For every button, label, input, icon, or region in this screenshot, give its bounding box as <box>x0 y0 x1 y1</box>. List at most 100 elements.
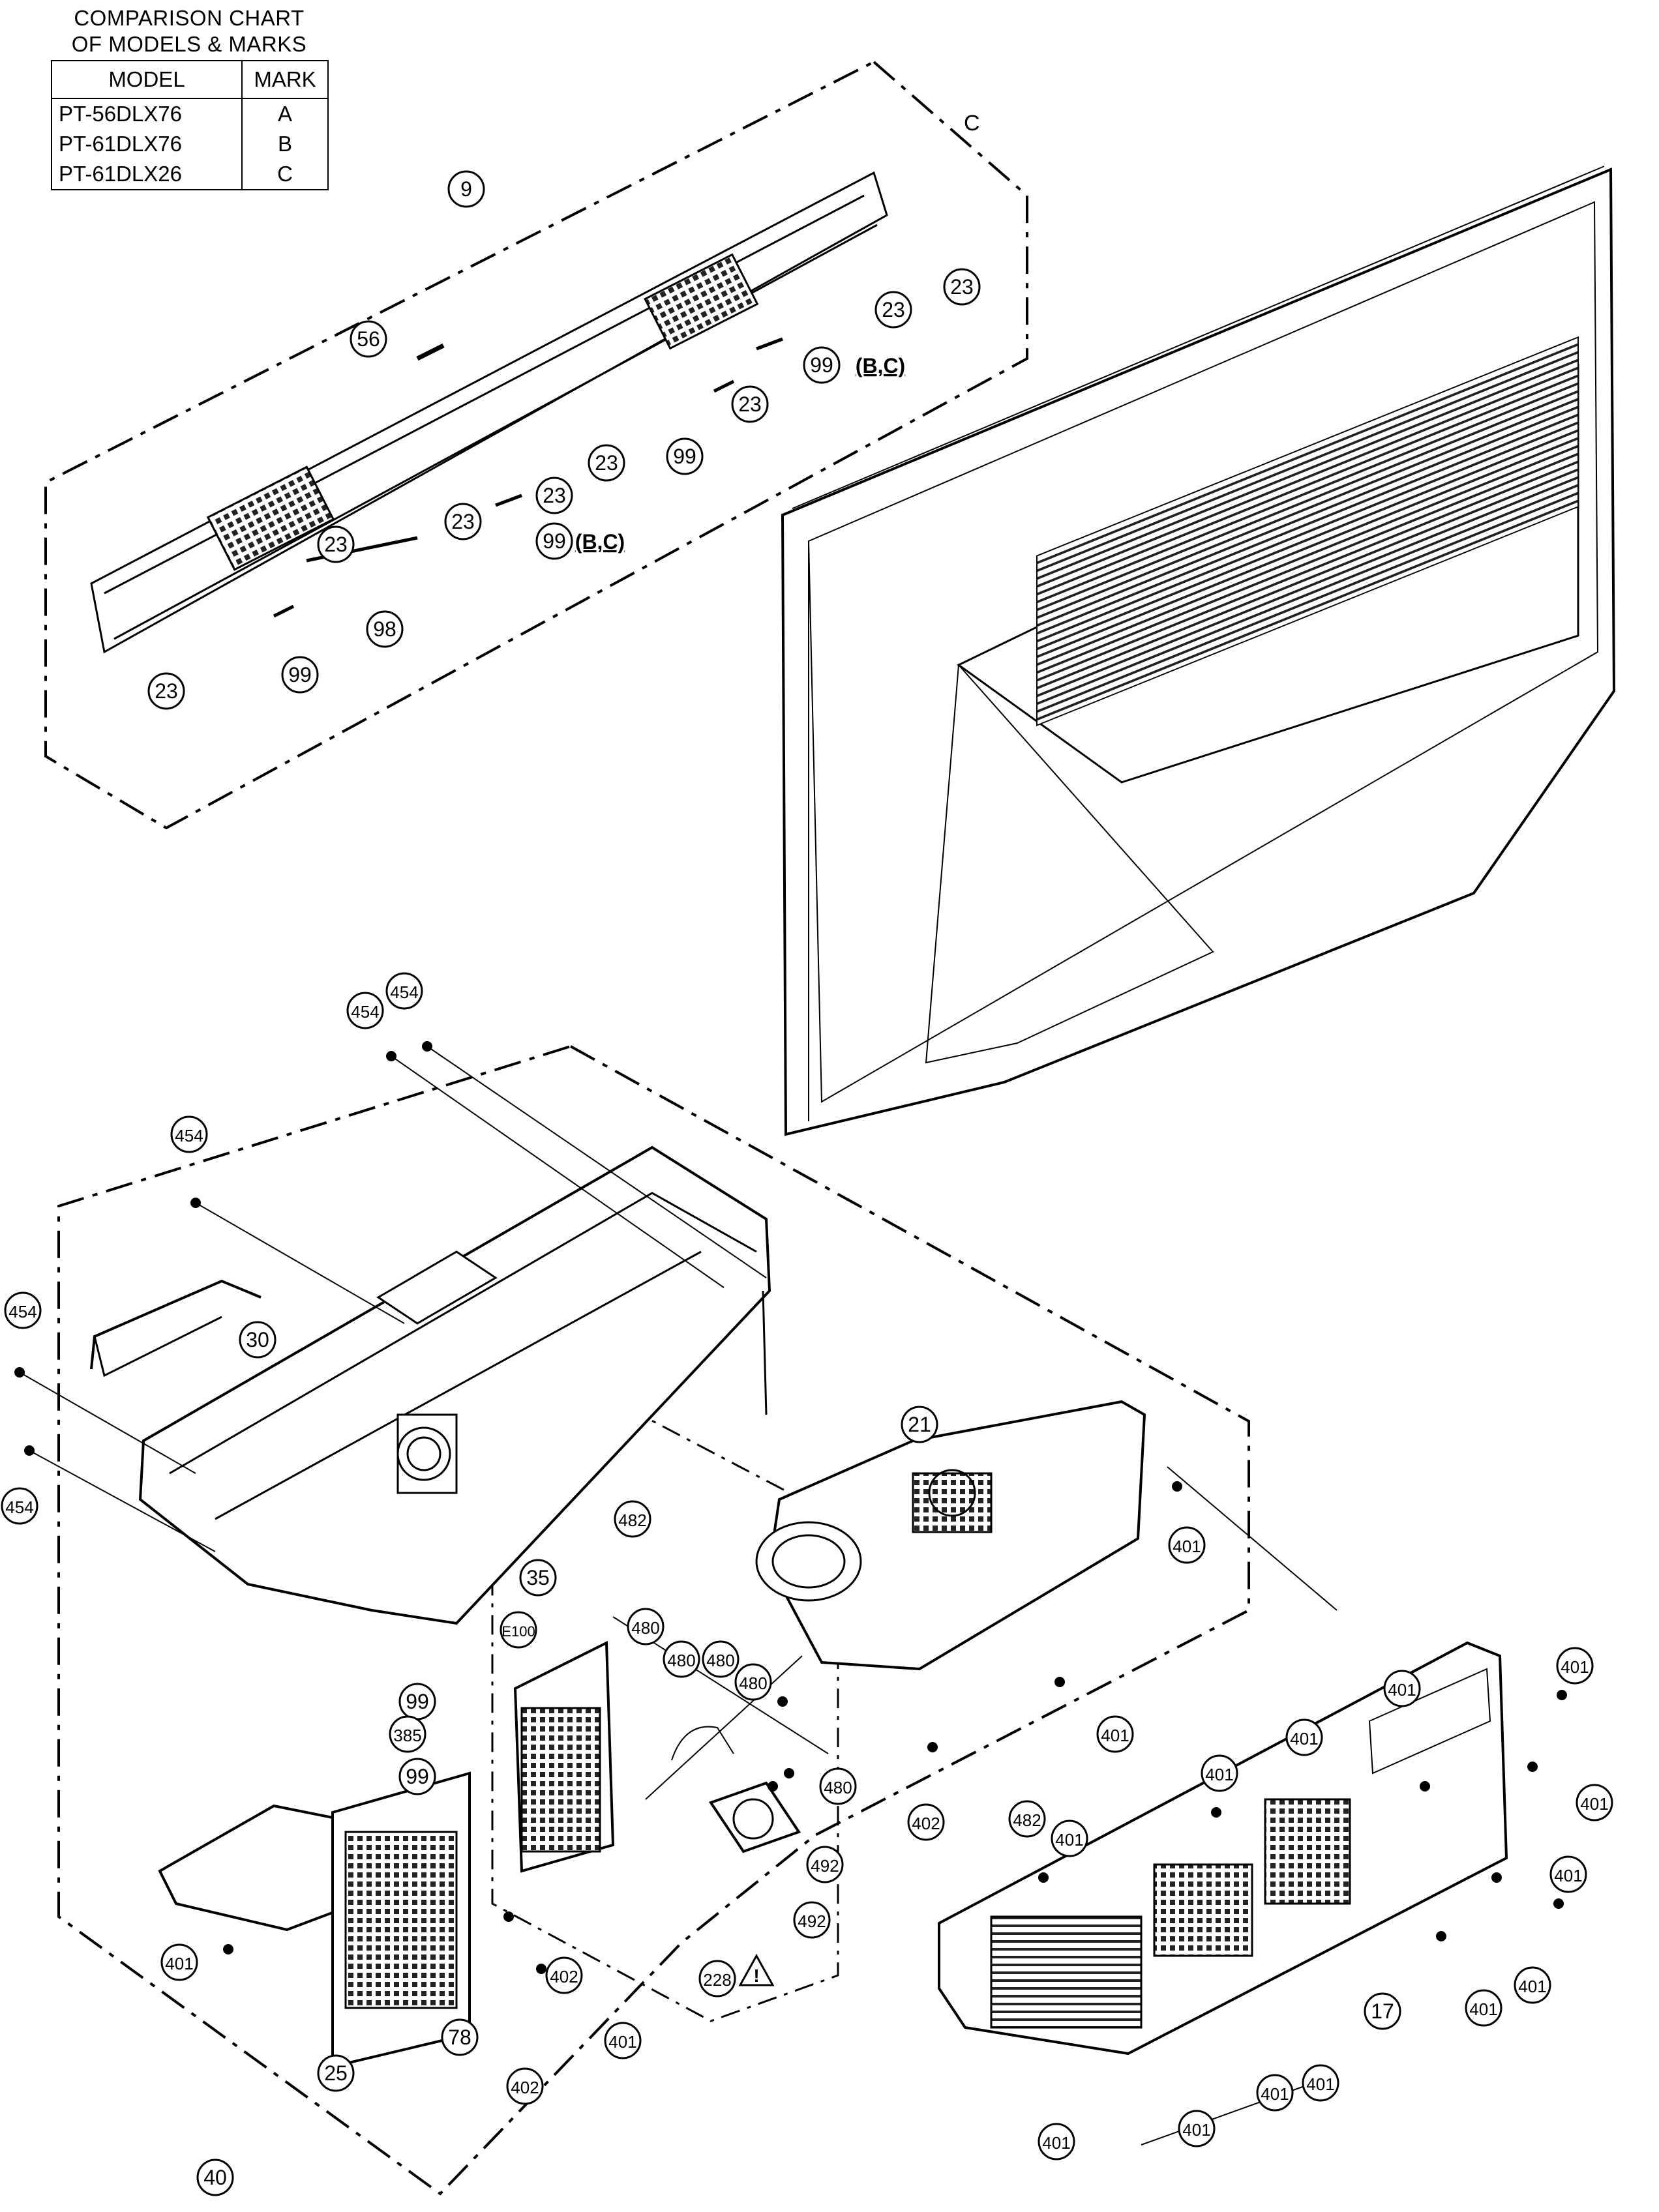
table-row: PT-61DLX76 B <box>51 129 329 159</box>
svg-text:454: 454 <box>175 1126 203 1145</box>
svg-text:385: 385 <box>393 1726 421 1745</box>
callout-99: 99 <box>803 346 841 384</box>
callout-99: 99 <box>535 522 573 560</box>
svg-text:99: 99 <box>406 1690 429 1713</box>
callout-454: 454 <box>346 992 384 1029</box>
svg-text:23: 23 <box>543 484 566 507</box>
chart-title-line-1: COMPARISON CHART <box>74 6 305 30</box>
callout-401: 401 <box>1383 1670 1421 1707</box>
svg-text:E100: E100 <box>501 1623 535 1640</box>
svg-text:454: 454 <box>5 1497 33 1517</box>
svg-text:25: 25 <box>324 2061 348 2085</box>
fan-part-228 <box>671 1726 801 1853</box>
svg-text:401: 401 <box>1261 2084 1289 2104</box>
svg-text:228: 228 <box>703 1970 731 1990</box>
svg-text:56: 56 <box>357 327 380 351</box>
callout-401: 401 <box>1168 1526 1206 1564</box>
svg-text:35: 35 <box>526 1566 550 1589</box>
board-e100 <box>513 1640 615 1873</box>
svg-text:401: 401 <box>1306 2074 1334 2094</box>
svg-text:401: 401 <box>1042 2133 1070 2153</box>
callout-30: 30 <box>239 1321 276 1359</box>
svg-text:23: 23 <box>595 451 618 475</box>
callout-401: 401 <box>1576 1784 1613 1821</box>
bracket-part-30 <box>90 1279 262 1378</box>
callout-401: 401 <box>1556 1647 1594 1685</box>
callout-480: 480 <box>702 1640 740 1678</box>
callout-23: 23 <box>943 268 981 306</box>
callout-385: 385 <box>389 1715 426 1753</box>
callout-98: 98 <box>366 610 404 648</box>
table-row: PT-61DLX26 C <box>51 159 329 190</box>
svg-text:480: 480 <box>824 1778 852 1797</box>
mark-cell: B <box>241 129 329 159</box>
svg-text:401: 401 <box>1182 2120 1210 2140</box>
front-frame-part-9 <box>90 171 888 654</box>
svg-text:401: 401 <box>1469 1999 1497 2019</box>
callout-9: 9 <box>447 170 485 208</box>
callout-482: 482 <box>614 1500 651 1538</box>
callout-99: 99 <box>398 1758 436 1795</box>
svg-text:401: 401 <box>1173 1537 1201 1556</box>
suffix-bc: (B,C) <box>856 354 905 377</box>
callout-401: 401 <box>1465 1989 1502 2027</box>
svg-text:99: 99 <box>543 529 566 553</box>
stray-mark: C <box>964 111 980 136</box>
callout-401: 401 <box>1178 2110 1216 2147</box>
svg-text:492: 492 <box>811 1856 839 1876</box>
tv-cabinet <box>781 166 1616 1136</box>
svg-text:401: 401 <box>1101 1726 1129 1745</box>
header-mark: MARK <box>241 60 329 99</box>
svg-text:401: 401 <box>1561 1657 1589 1677</box>
callout-401: 401 <box>1201 1754 1238 1792</box>
svg-text:401: 401 <box>1388 1680 1416 1700</box>
svg-text:401: 401 <box>608 2032 636 2052</box>
warning-triangle-icon: ! <box>738 1953 775 1986</box>
callout-17: 17 <box>1364 1992 1401 2030</box>
callout-480: 480 <box>734 1663 772 1701</box>
callout-480: 480 <box>819 1767 857 1805</box>
header-model: MODEL <box>51 60 243 99</box>
callout-23: 23 <box>731 385 769 423</box>
svg-text:23: 23 <box>324 533 348 556</box>
svg-text:40: 40 <box>203 2166 227 2189</box>
callout-402: 402 <box>545 1956 583 1994</box>
svg-text:454: 454 <box>390 982 418 1002</box>
svg-text:21: 21 <box>908 1413 931 1436</box>
svg-text:402: 402 <box>550 1967 578 1986</box>
callout-401: 401 <box>1038 2123 1075 2160</box>
callout-480: 480 <box>663 1640 700 1678</box>
chart-title-line-2: OF MODELS & MARKS <box>71 32 307 56</box>
callout-482: 482 <box>1008 1800 1046 1838</box>
svg-text:492: 492 <box>798 1911 826 1931</box>
svg-text:99: 99 <box>288 663 312 686</box>
callout-401: 401 <box>1256 2074 1294 2112</box>
callout-78: 78 <box>441 2018 479 2056</box>
callout-23: 23 <box>874 291 912 329</box>
svg-text:401: 401 <box>1290 1729 1318 1748</box>
suffix-bc: (B,C) <box>575 530 625 553</box>
table-row: PT-56DLX76 A <box>51 98 329 129</box>
callout-480: 480 <box>627 1608 665 1645</box>
callout-401: 401 <box>1549 1855 1587 1893</box>
callout-402: 402 <box>506 2067 544 2105</box>
svg-text:480: 480 <box>739 1674 767 1693</box>
callout-492: 492 <box>793 1901 831 1939</box>
callout-454: 454 <box>1 1487 38 1525</box>
svg-text:30: 30 <box>246 1328 269 1351</box>
svg-text:23: 23 <box>451 510 475 533</box>
svg-text:402: 402 <box>912 1814 940 1833</box>
model-cell: PT-61DLX76 <box>51 129 243 159</box>
callout-23: 23 <box>588 444 625 482</box>
svg-text:454: 454 <box>8 1302 37 1321</box>
svg-text:482: 482 <box>1013 1810 1041 1830</box>
callout-99: 99 <box>281 656 319 694</box>
svg-text:482: 482 <box>618 1511 646 1530</box>
callout-401: 401 <box>1302 2064 1339 2102</box>
svg-text:401: 401 <box>1205 1765 1233 1784</box>
callout-35: 35 <box>519 1559 557 1597</box>
svg-text:401: 401 <box>1518 1977 1546 1996</box>
model-cell: PT-61DLX26 <box>51 159 243 190</box>
svg-text:23: 23 <box>738 392 762 416</box>
